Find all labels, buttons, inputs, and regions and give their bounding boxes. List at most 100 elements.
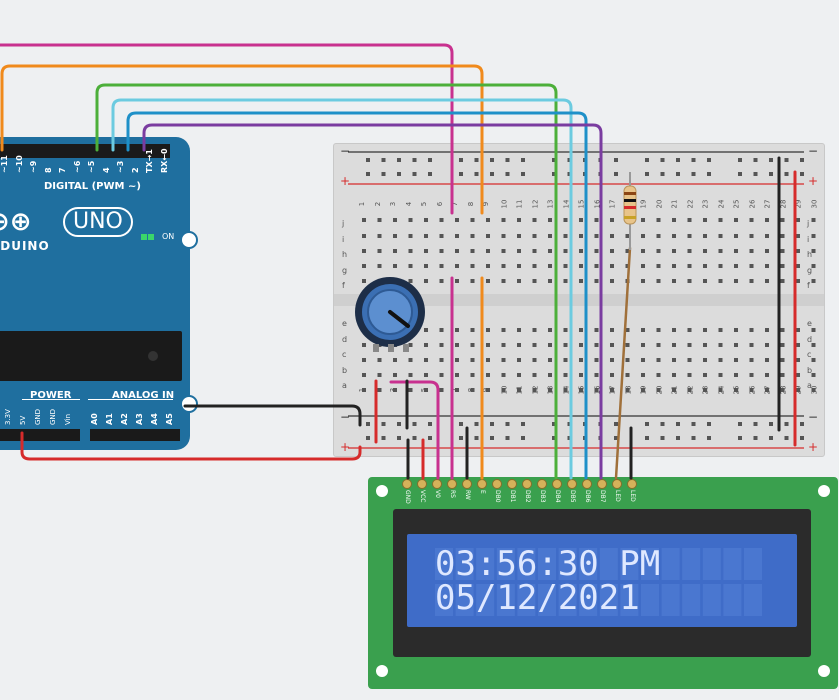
breadboard-hole — [470, 279, 475, 283]
power-led — [141, 234, 147, 240]
lcd-pin[interactable] — [522, 479, 532, 489]
breadboard-hole — [610, 249, 614, 253]
lcd-pin-label: DB6 — [584, 490, 591, 503]
lcd-pin[interactable] — [402, 479, 412, 489]
breadboard-hole — [532, 264, 537, 268]
breadboard-hole — [691, 436, 696, 440]
breadboard-hole — [749, 279, 754, 283]
column-label: 4 — [404, 387, 413, 393]
lcd-cell — [620, 584, 639, 616]
breadboard-hole — [377, 234, 382, 238]
breadboard-hole — [393, 358, 397, 362]
column-label: 14 — [561, 385, 570, 395]
breadboard-hole — [381, 422, 386, 426]
breadboard-hole — [811, 343, 816, 347]
lcd-pin[interactable] — [447, 479, 457, 489]
lcd-pin[interactable] — [432, 479, 442, 489]
lcd-pin[interactable] — [627, 479, 637, 489]
breadboard-hole — [749, 358, 754, 362]
lcd-pin[interactable] — [462, 479, 472, 489]
lcd-pin[interactable] — [612, 479, 622, 489]
arduino-logo-icon: ⊖⊕ — [0, 207, 32, 237]
breadboard-hole — [455, 279, 459, 283]
lcd-cell — [620, 548, 639, 580]
breadboard-hole — [800, 436, 804, 440]
breadboard-hole — [594, 249, 599, 253]
column-label: 21 — [670, 199, 679, 209]
breadboard-hole — [687, 358, 692, 362]
breadboard-hole — [563, 218, 568, 222]
column-label: 21 — [670, 385, 679, 395]
column-label: 16 — [592, 199, 601, 209]
breadboard-hole — [765, 218, 769, 222]
lcd-pin[interactable] — [507, 479, 517, 489]
column-label: 16 — [592, 385, 601, 395]
power-pin-label: Vin — [64, 413, 72, 425]
breadboard-hole — [563, 343, 568, 347]
breadboard-hole — [517, 249, 521, 253]
breadboard-hole — [641, 358, 645, 362]
lcd-pin[interactable] — [597, 479, 607, 489]
power-header[interactable] — [0, 429, 80, 441]
breadboard-hole — [412, 158, 417, 162]
lcd-pin[interactable] — [537, 479, 547, 489]
breadboard-hole — [656, 264, 661, 268]
breadboard-hole — [718, 264, 723, 268]
column-label: 20 — [654, 199, 663, 209]
breadboard-hole — [625, 279, 630, 283]
breadboard-hole — [641, 249, 645, 253]
breadboard-hole — [784, 436, 789, 440]
breadboard-hole — [780, 218, 785, 222]
breadboard-hole — [811, 388, 816, 392]
breadboard-hole — [703, 328, 707, 332]
lcd-pin-label: LED — [629, 490, 636, 502]
breadboard-hole — [517, 373, 521, 377]
column-label: 23 — [701, 199, 710, 209]
lcd-pin[interactable] — [492, 479, 502, 489]
digital-pin-label: TX→1 — [145, 149, 154, 173]
breadboard-hole — [579, 358, 583, 362]
breadboard-hole — [362, 373, 366, 377]
mounting-hole-2 — [180, 395, 198, 413]
breadboard-hole — [641, 343, 645, 347]
column-label: 30 — [809, 199, 818, 209]
lcd-pin[interactable] — [417, 479, 427, 489]
breadboard-hole — [796, 343, 800, 347]
breadboard-hole — [734, 218, 738, 222]
column-label: 19 — [639, 385, 648, 395]
lcd-pin[interactable] — [582, 479, 592, 489]
breadboard-hole — [393, 279, 397, 283]
breadboard-hole — [366, 158, 370, 162]
breadboard-hole — [738, 158, 742, 162]
column-label: 11 — [515, 199, 524, 209]
breadboard-hole — [583, 436, 587, 440]
breadboard-hole — [780, 234, 785, 238]
breadboard-hole — [408, 328, 413, 332]
lcd-cell — [579, 548, 598, 580]
rail-minus-bottom-right: − — [808, 410, 819, 424]
column-label: 24 — [716, 385, 725, 395]
lcd-pin[interactable] — [552, 479, 562, 489]
breadboard-hole — [521, 422, 525, 426]
lcd-pin[interactable] — [477, 479, 487, 489]
breadboard-hole — [660, 172, 665, 176]
breadboard-hole — [474, 436, 479, 440]
analog-header[interactable] — [90, 429, 180, 441]
digital-pin-label: 4 — [101, 167, 111, 173]
digital-pin-label: 2 — [130, 167, 140, 173]
lcd-pin[interactable] — [567, 479, 577, 489]
breadboard-hole — [718, 279, 723, 283]
breadboard-hole — [598, 158, 603, 162]
breadboard-hole — [641, 279, 645, 283]
breadboard-hole — [548, 343, 552, 347]
breadboard-hole — [811, 234, 816, 238]
breadboard-hole — [470, 343, 475, 347]
column-label: 3 — [389, 387, 398, 393]
breadboard-hole — [811, 373, 816, 377]
breadboard-hole — [366, 422, 370, 426]
